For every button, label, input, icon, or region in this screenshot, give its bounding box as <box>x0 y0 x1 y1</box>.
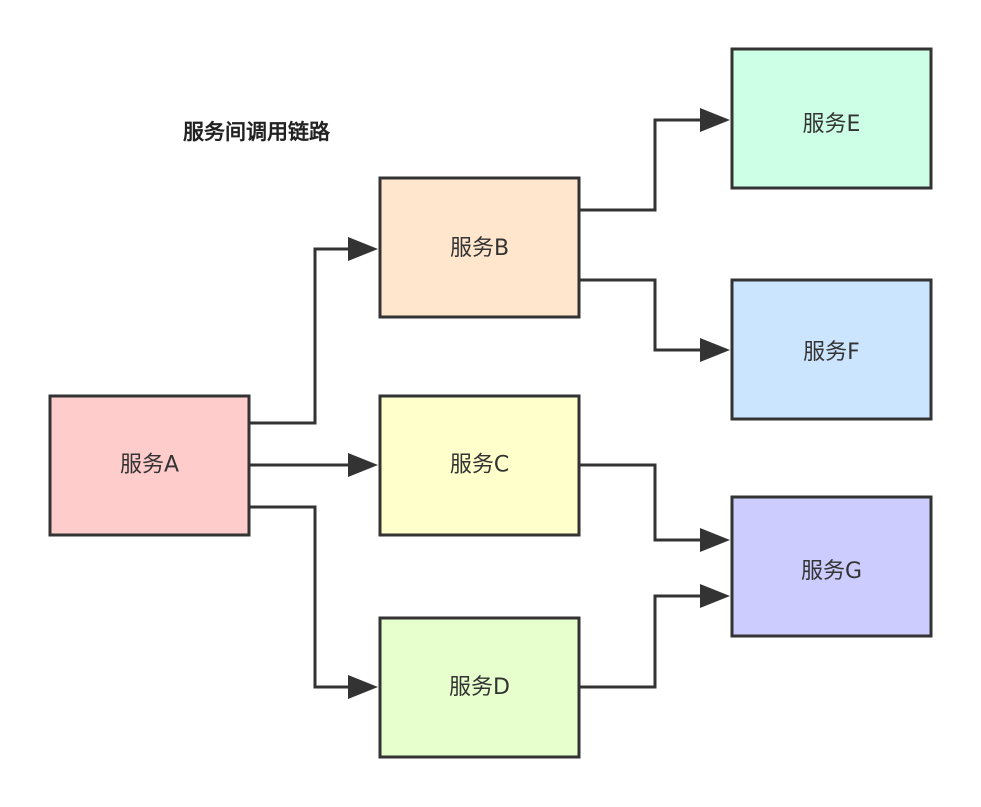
node-d-box <box>378 616 581 759</box>
edge-c-to-g <box>580 463 706 542</box>
node-c-box <box>378 394 581 537</box>
edge-b-to-e-arrowhead <box>700 108 730 132</box>
nodes: 服务A 服务B 服务C 服务D 服务E 服务F 服务G <box>48 47 933 759</box>
edge-a-to-d-arrowhead <box>348 675 378 699</box>
node-c: 服务C <box>378 394 581 537</box>
edge-d-to-g <box>580 594 706 689</box>
node-e: 服务E <box>730 47 933 190</box>
node-a-box <box>48 394 251 537</box>
node-g-box <box>730 495 933 638</box>
edge-c-to-g-arrowhead <box>700 528 730 552</box>
diagram-title: 服务间调用链路 <box>183 120 331 144</box>
node-d-label: 服务D <box>449 675 510 700</box>
node-f-label: 服务F <box>803 340 860 365</box>
edge-b-to-f-arrowhead <box>700 338 730 362</box>
node-a-label: 服务A <box>120 453 179 478</box>
node-g-label: 服务G <box>801 559 862 584</box>
edge-a-to-b <box>250 247 354 425</box>
node-g: 服务G <box>730 495 933 638</box>
edge-b-to-f <box>580 278 706 352</box>
node-e-label: 服务E <box>803 112 861 137</box>
node-d: 服务D <box>378 616 581 759</box>
edge-a-to-b-arrowhead <box>348 237 378 261</box>
node-b-box <box>378 176 581 319</box>
edges <box>250 108 730 699</box>
edge-a-to-c-arrowhead <box>348 453 378 477</box>
edge-a-to-d <box>250 505 354 689</box>
node-c-label: 服务C <box>450 453 509 478</box>
node-b-label: 服务B <box>450 236 509 261</box>
node-f: 服务F <box>730 278 933 421</box>
edge-b-to-e <box>580 118 706 212</box>
edge-d-to-g-arrowhead <box>700 584 730 608</box>
node-e-box <box>730 47 933 190</box>
node-b: 服务B <box>378 176 581 319</box>
node-f-box <box>730 278 933 421</box>
node-a: 服务A <box>48 394 251 537</box>
